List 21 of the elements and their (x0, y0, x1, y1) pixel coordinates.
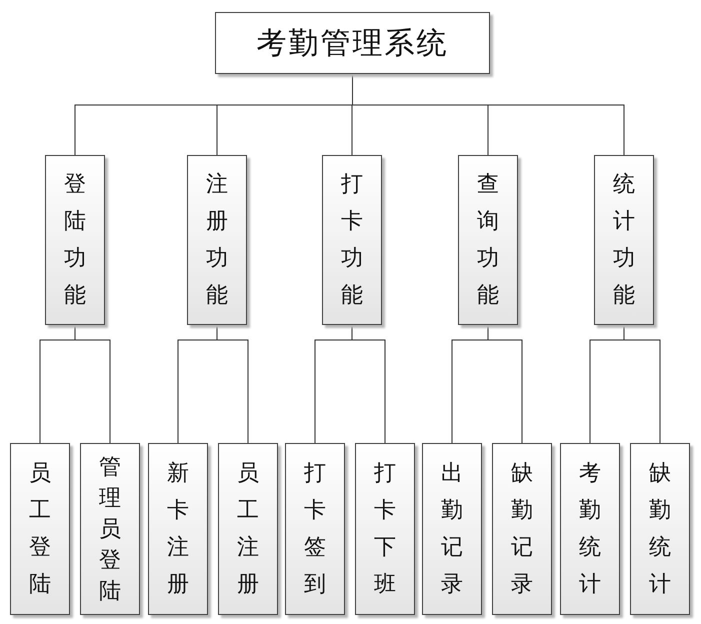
function-box: 统计功能 (594, 155, 654, 325)
function-box: 打卡下班 (355, 443, 415, 615)
function-box: 考勤统计 (560, 443, 620, 615)
function-box: 打卡签到 (285, 443, 345, 615)
function-box: 员工注册 (218, 443, 278, 615)
function-box: 注册功能 (187, 155, 247, 325)
function-box: 打卡功能 (322, 155, 382, 325)
function-box: 登陆功能 (45, 155, 105, 325)
connector-line (488, 324, 522, 444)
function-box: 缺勤记录 (492, 443, 552, 615)
connector-line (352, 324, 386, 444)
connector-line (216, 324, 248, 444)
function-box: 新卡注册 (148, 443, 208, 615)
function-box: 查询功能 (458, 155, 518, 325)
function-box: 管理员登陆 (80, 443, 140, 615)
function-box: 出勤记录 (422, 443, 482, 615)
function-box: 员工登陆 (10, 443, 70, 615)
function-box: 缺勤统计 (630, 443, 690, 615)
title-box: 考勤管理系统 (215, 12, 490, 74)
connector-line (74, 324, 110, 444)
connector-line (624, 324, 660, 444)
